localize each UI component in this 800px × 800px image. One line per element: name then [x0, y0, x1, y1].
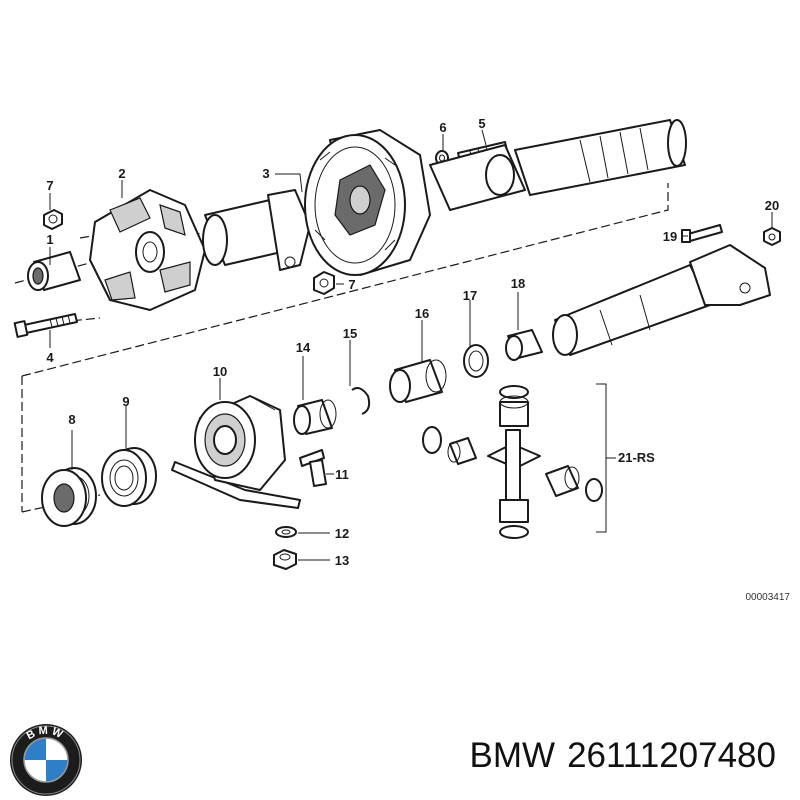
- part-16-sleeve: [389, 359, 447, 403]
- callout-labels: 1 2 3 4 5 6 7 7 8 9 10 11 12 13 14 15 16…: [46, 116, 779, 568]
- callout-9: 9: [122, 394, 129, 409]
- part-12-washer: [275, 526, 297, 538]
- callout-1: 1: [46, 232, 53, 247]
- part-3-vibration-damper: [304, 129, 431, 276]
- part-2-flex-disc: [89, 189, 206, 311]
- callout-16: 16: [415, 306, 429, 321]
- rear-drive-shaft: [552, 244, 771, 356]
- callout-7-lower: 7: [348, 277, 355, 292]
- part-1-sleeve: [27, 251, 81, 291]
- part-4-bolt: [13, 313, 78, 338]
- part-10-center-support: [171, 395, 301, 509]
- brand-name: BMW: [469, 736, 556, 775]
- part-caption: BMW 26111207480: [470, 736, 776, 776]
- callout-4: 4: [46, 350, 54, 365]
- callout-10: 10: [213, 364, 227, 379]
- part-7-nut-upper: [43, 209, 63, 230]
- callout-19: 19: [663, 229, 677, 244]
- front-drive-shaft: [429, 119, 687, 211]
- leader-lines: [49, 129, 773, 561]
- callout-2: 2: [118, 166, 125, 181]
- callout-21-rs: 21-RS: [618, 450, 655, 465]
- callout-18: 18: [511, 276, 525, 291]
- part-9-bearing: [101, 447, 157, 507]
- callout-13: 13: [335, 553, 349, 568]
- callout-11: 11: [335, 467, 349, 482]
- part-11-bolt: [299, 449, 327, 487]
- part-13-nut: [273, 549, 297, 570]
- bmw-logo: BMW: [10, 724, 82, 796]
- part-21-universal-joint-kit: [422, 385, 603, 539]
- callout-8: 8: [68, 412, 75, 427]
- callout-17: 17: [463, 288, 477, 303]
- part-7-nut-lower: [313, 271, 335, 295]
- callout-15: 15: [343, 326, 357, 341]
- logo-blue-quarter-bottom-right: [46, 760, 68, 782]
- callout-6: 6: [439, 120, 446, 135]
- part-8-seal: [41, 467, 97, 527]
- group-21-bracket: [596, 383, 616, 533]
- part-19-bolt: [681, 224, 723, 243]
- callout-3: 3: [262, 166, 269, 181]
- callout-7-upper: 7: [46, 178, 53, 193]
- callout-5: 5: [478, 116, 485, 131]
- callout-20: 20: [765, 198, 779, 213]
- logo-letters: BMW: [25, 725, 68, 743]
- part-17-ring: [463, 344, 489, 378]
- part-14-bushing: [293, 399, 337, 435]
- drive-flange-tube: [202, 189, 311, 271]
- drawing-number: 00003417: [745, 592, 791, 603]
- part-15-circlip: [351, 387, 371, 415]
- part-number: 26111207480: [567, 736, 776, 775]
- part-18-ring: [505, 329, 543, 361]
- callout-14: 14: [296, 340, 311, 355]
- logo-blue-quarter-top-left: [24, 738, 46, 760]
- part-20-nut: [763, 227, 781, 246]
- callout-12: 12: [335, 526, 349, 541]
